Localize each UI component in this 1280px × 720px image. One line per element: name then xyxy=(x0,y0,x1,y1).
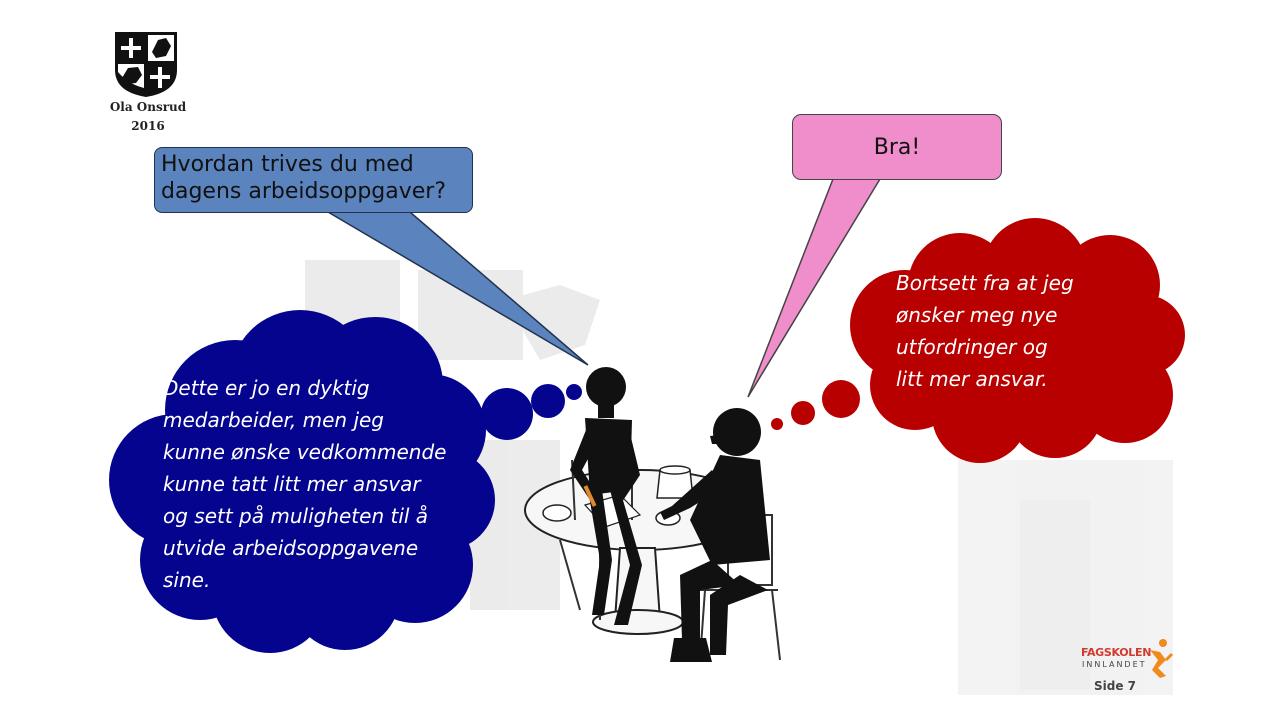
speech-answer-text: Bra! xyxy=(873,135,921,160)
watermark-photo xyxy=(958,460,1173,695)
speech-bubble-answer: Bra! xyxy=(792,114,1002,180)
author-name: Ola Onsrud xyxy=(109,100,187,114)
speech-question-line-2: dagens arbeidsoppgaver? xyxy=(161,179,447,204)
thought-cloud-left xyxy=(109,310,582,653)
thought-cloud-right xyxy=(771,218,1185,463)
school-logo-region: INNLANDET xyxy=(1082,660,1147,669)
page-number: Side 7 xyxy=(1094,679,1137,693)
thought-text-manager: Dette er jo en dyktig medarbeider, men j… xyxy=(163,376,447,592)
speech-question-line-1: Hvordan trives du med xyxy=(161,152,414,177)
speech-tail-right xyxy=(747,178,882,398)
meeting-illustration xyxy=(524,367,781,662)
fagskolen-logo-icon xyxy=(1150,639,1174,678)
coat-of-arms-logo xyxy=(115,32,177,97)
speech-bubble-question: Hvordan trives du med dagens arbeidsoppg… xyxy=(154,147,473,213)
author-year: 2016 xyxy=(131,119,165,133)
author-caption: Ola Onsrud 2016 xyxy=(96,98,200,136)
school-logo-name: FAGSKOLEN xyxy=(1081,646,1152,659)
thought-text-employee: Bortsett fra at jeg ønsker meg nye utfor… xyxy=(896,271,1074,391)
